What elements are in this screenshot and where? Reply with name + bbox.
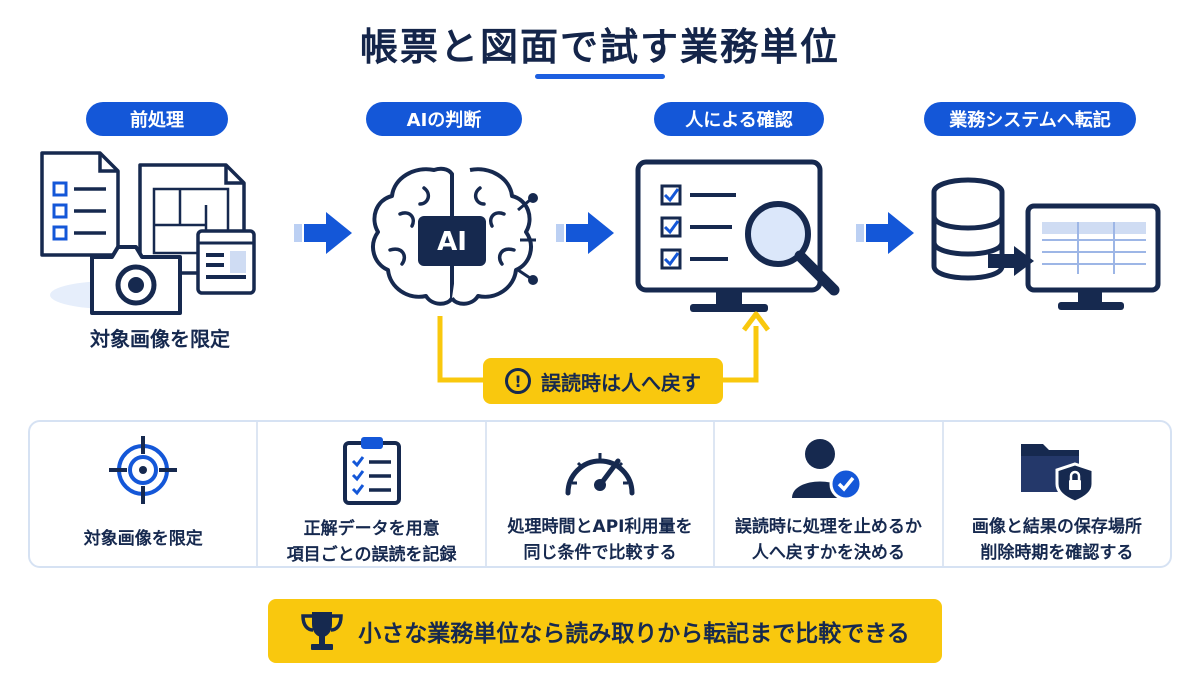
ai-chip-label: AI bbox=[437, 227, 467, 257]
checklist-text: 項目ごとの誤読を記録 bbox=[286, 545, 457, 565]
ai-brain-illustration: AI bbox=[371, 166, 538, 306]
page-title: 帳票と図面で試す業務単位 bbox=[359, 25, 840, 69]
banner-text: 小さな業務単位なら読み取りから転記まで比較できる bbox=[358, 621, 910, 647]
checklist-item: 正解データを用意 項目ごとの誤読を記録 bbox=[256, 422, 484, 566]
speedometer-icon bbox=[565, 453, 635, 496]
flow-arrow-icon bbox=[294, 212, 352, 254]
checklist-item: 画像と結果の保存場所 削除時期を確認する bbox=[941, 422, 1170, 566]
title-underline bbox=[535, 74, 665, 79]
step-pill-system-entry: 業務システムへ転記 bbox=[924, 102, 1136, 136]
user-check-icon bbox=[792, 439, 863, 501]
trophy-icon bbox=[301, 612, 343, 650]
checklist-text: 対象画像を限定 bbox=[83, 529, 203, 549]
flow-arrow-icon bbox=[856, 212, 914, 254]
checklist-text: 人へ戻すかを決める bbox=[751, 543, 905, 563]
secure-folder-icon bbox=[1020, 444, 1095, 502]
clipboard-icon bbox=[342, 437, 401, 505]
checklist-text: 同じ条件で比較する bbox=[523, 543, 677, 563]
flow-arrow-icon bbox=[556, 212, 614, 254]
target-icon bbox=[109, 436, 178, 504]
checklist-item: 処理時間とAPI利用量を 同じ条件で比較する bbox=[484, 422, 713, 566]
checklist-panel: 対象画像を限定 正解データを用意 項目ごとの誤読を記録 bbox=[28, 420, 1172, 568]
checklist-item: 対象画像を限定 bbox=[30, 422, 256, 566]
documents-illustration bbox=[40, 151, 256, 315]
checklist-text: 誤読時に処理を止めるか bbox=[734, 517, 922, 537]
warning-badge: ! 誤読時は人へ戻す bbox=[483, 358, 723, 404]
checklist-text: 削除時期を確認する bbox=[980, 543, 1134, 563]
checklist-text: 画像と結果の保存場所 bbox=[971, 517, 1142, 537]
checklist-text: 処理時間とAPI利用量を bbox=[507, 517, 693, 537]
checklist-text: 正解データを用意 bbox=[303, 519, 440, 539]
warning-text: 誤読時は人へ戻す bbox=[541, 370, 701, 395]
step-pill-preprocess: 前処理 bbox=[86, 102, 228, 136]
database-transfer-illustration bbox=[931, 177, 1161, 310]
feedback-loop-line bbox=[437, 311, 770, 383]
exclamation-icon: ! bbox=[505, 368, 531, 394]
step-pill-ai-judgment: AIの判断 bbox=[366, 102, 522, 136]
step1-caption: 対象画像を限定 bbox=[90, 327, 230, 351]
checklist-item: 誤読時に処理を止めるか 人へ戻すかを決める bbox=[713, 422, 941, 566]
summary-banner: 小さな業務単位なら読み取りから転記まで比較できる bbox=[268, 599, 942, 663]
review-monitor-illustration bbox=[635, 159, 840, 312]
step-pill-human-review: 人による確認 bbox=[654, 102, 824, 136]
